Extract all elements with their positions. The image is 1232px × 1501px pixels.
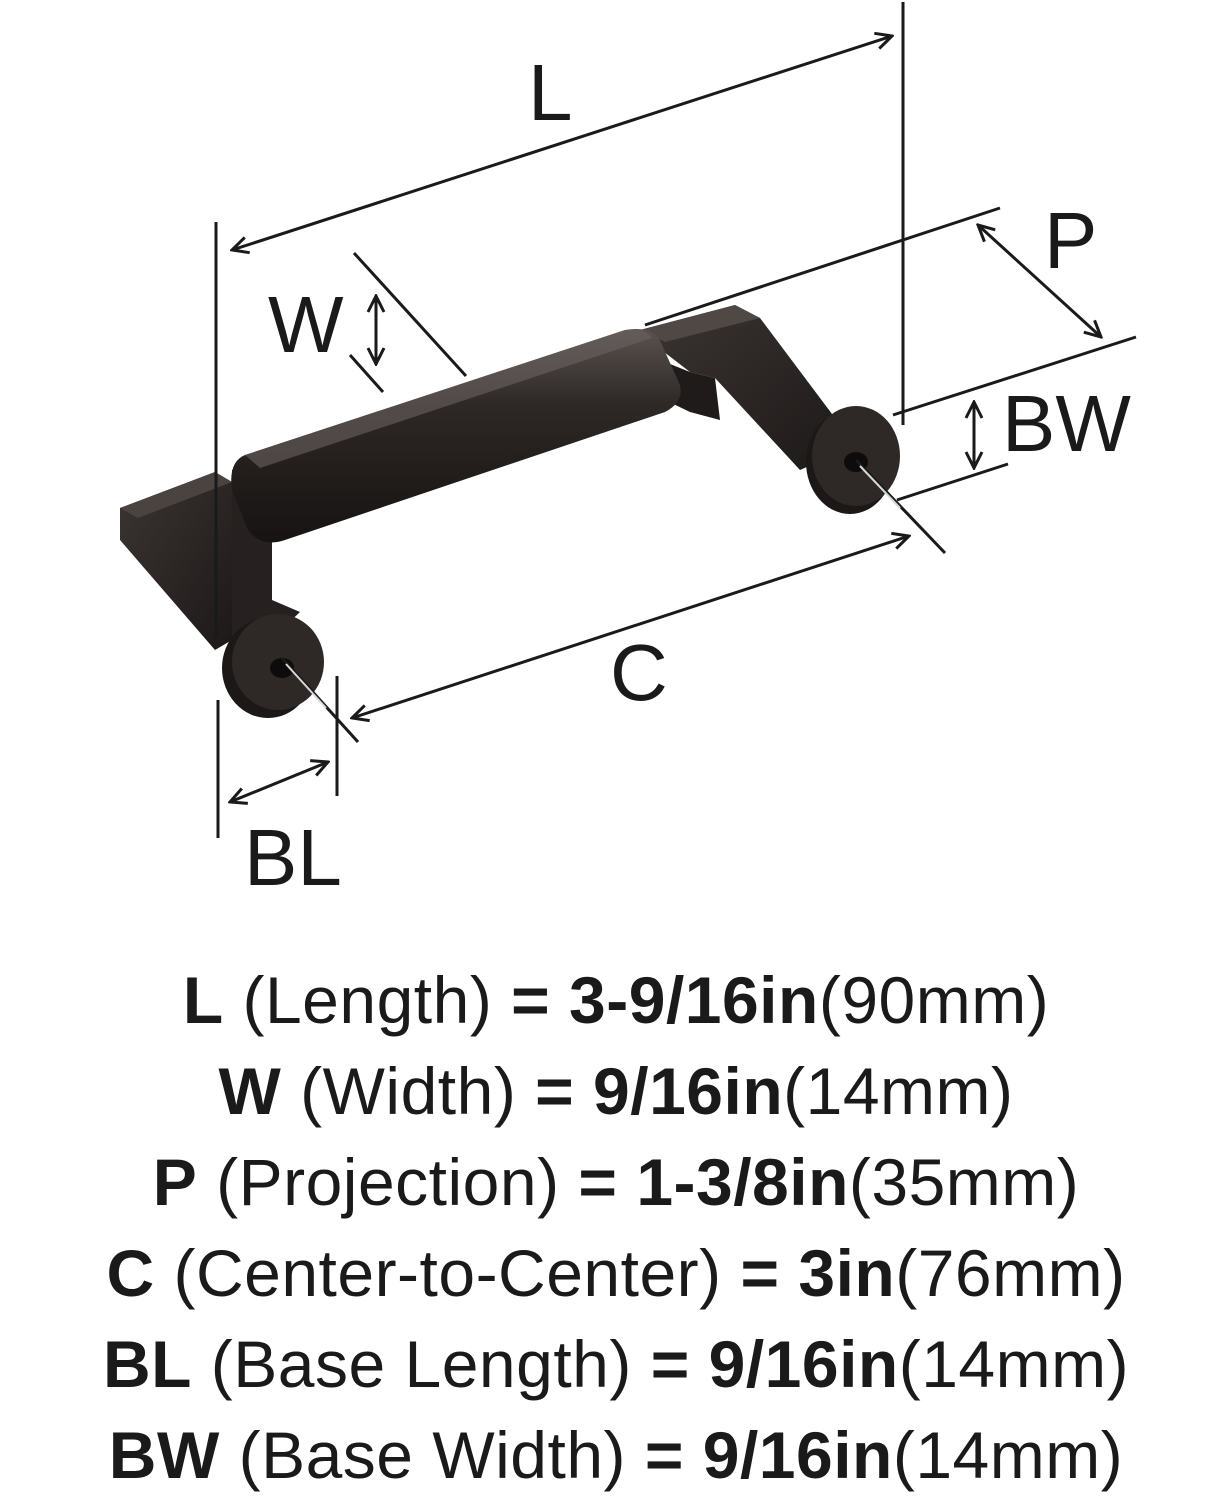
spec-equals: =: [650, 1327, 690, 1401]
dimension-diagram: L W P BW C BL: [120, 2, 1137, 902]
right-base: [640, 305, 845, 470]
spec-metric: (14mm): [898, 1327, 1130, 1401]
spec-metric: (90mm): [818, 963, 1050, 1037]
spec-row-base-length: BL (Base Length) = 9/16in(14mm): [0, 1319, 1232, 1410]
spec-code: W: [218, 1054, 282, 1128]
spec-row-center-to-center: C (Center-to-Center) = 3in(76mm): [0, 1228, 1232, 1319]
spec-code: C: [106, 1236, 155, 1310]
spec-row-length: L (Length) = 3-9/16in(90mm): [0, 955, 1232, 1046]
label-L: L: [528, 48, 573, 137]
spec-imperial: 3in: [798, 1236, 896, 1310]
spec-name: (Width): [300, 1054, 517, 1128]
spec-code: P: [152, 1145, 198, 1219]
left-base-plate: [120, 472, 232, 650]
spec-metric: (76mm): [895, 1236, 1126, 1310]
cabinet-pull-illustration: [120, 305, 900, 718]
spec-imperial: 3-9/16in: [569, 963, 819, 1037]
spec-row-projection: P (Projection) = 1-3/8in(35mm): [0, 1137, 1232, 1228]
pull-bar: [231, 329, 681, 543]
spec-name: (Base Length): [210, 1327, 632, 1401]
spec-metric: (14mm): [892, 1418, 1124, 1492]
spec-code: BL: [102, 1327, 192, 1401]
left-standoff: [222, 614, 324, 718]
screw-pins: [285, 465, 901, 709]
spec-imperial: 1-3/8in: [636, 1145, 849, 1219]
spec-imperial: 9/16in: [708, 1327, 899, 1401]
spec-code: L: [182, 963, 224, 1037]
spec-equals: =: [740, 1236, 780, 1310]
spec-equals: =: [535, 1054, 575, 1128]
spec-code: BW: [108, 1418, 220, 1492]
spec-metric: (14mm): [783, 1054, 1014, 1128]
label-C: C: [610, 628, 668, 717]
dim-line-BL: [230, 762, 328, 802]
spec-equals: =: [644, 1418, 684, 1492]
spec-imperial: 9/16in: [593, 1054, 784, 1128]
spec-name: (Base Width): [238, 1418, 627, 1492]
dimension-lines: [214, 2, 1137, 838]
label-W: W: [268, 280, 344, 369]
spec-name: (Projection): [216, 1145, 560, 1219]
label-P: P: [1044, 196, 1097, 285]
dim-line-P: [978, 225, 1101, 337]
dimension-spec-list: L (Length) = 3-9/16in(90mm) W (Width) = …: [0, 955, 1232, 1501]
spec-name: (Center-to-Center): [173, 1236, 722, 1310]
dim-line-L: [232, 36, 892, 250]
dim-line-C: [352, 536, 909, 718]
spec-name: (Length): [242, 963, 493, 1037]
spec-metric: (35mm): [848, 1145, 1080, 1219]
spec-equals: =: [511, 963, 551, 1037]
label-BL: BL: [244, 813, 342, 902]
spec-imperial: 9/16in: [702, 1418, 893, 1492]
label-BW: BW: [1002, 379, 1131, 468]
spec-row-base-width: BW (Base Width) = 9/16in(14mm): [0, 1410, 1232, 1501]
spec-row-width: W (Width) = 9/16in(14mm): [0, 1046, 1232, 1137]
spec-equals: =: [578, 1145, 618, 1219]
